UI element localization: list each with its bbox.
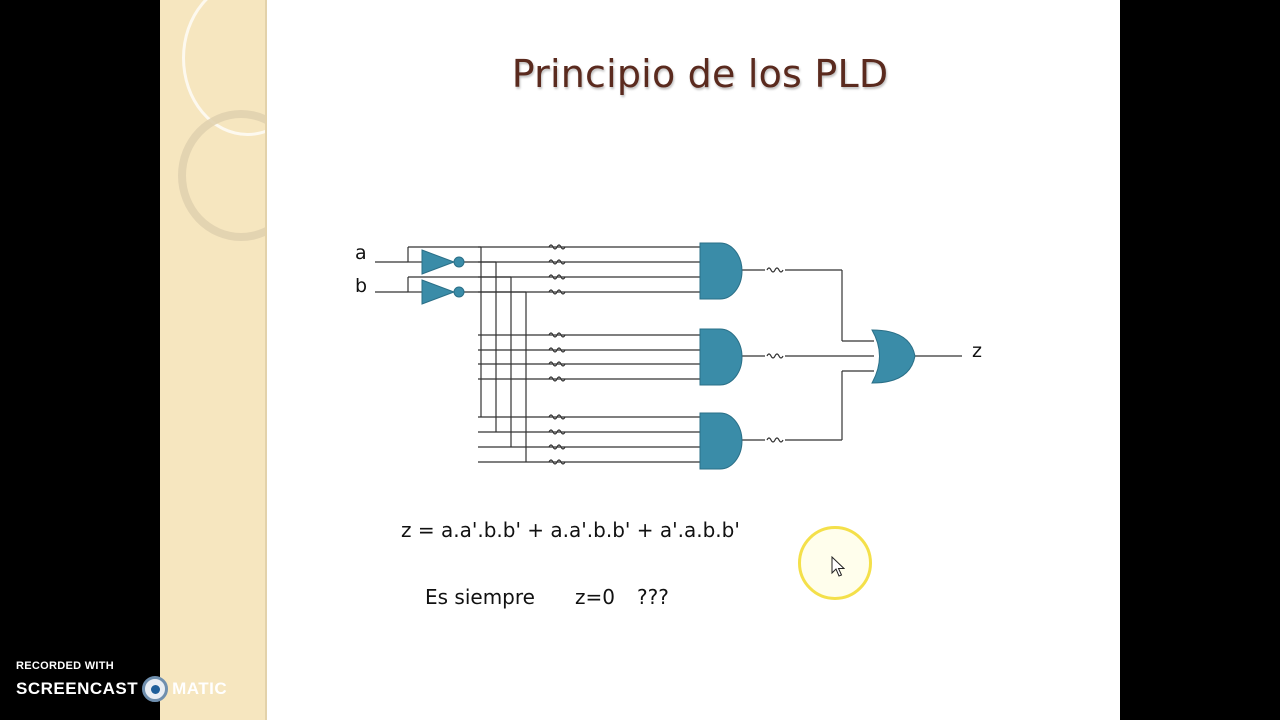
decorative-side-panel xyxy=(160,0,267,720)
note-value: z=0 xyxy=(575,585,615,609)
input-label-a: a xyxy=(355,242,367,264)
fuse xyxy=(548,244,566,250)
fuse xyxy=(548,414,566,420)
inverter-bubble xyxy=(453,256,465,268)
slide: Principio de los PLD a b z z = a.a'.b.b'… xyxy=(160,0,1120,720)
fuse xyxy=(548,274,566,280)
output-label-z: z xyxy=(972,340,982,362)
fuse xyxy=(548,444,566,450)
input-label-b: b xyxy=(355,275,367,297)
fuse xyxy=(548,347,566,353)
fuse xyxy=(548,429,566,435)
inverter-bubble xyxy=(453,286,465,298)
and-gate xyxy=(699,242,743,300)
boolean-equation: z = a.a'.b.b' + a.a'.b.b' + a'.a.b.b' xyxy=(401,518,740,542)
note-question: ??? xyxy=(637,585,669,609)
mouse-pointer-icon xyxy=(831,556,845,577)
fuse xyxy=(548,361,566,367)
decorative-ring xyxy=(178,110,265,241)
screencast-logo-icon xyxy=(142,676,169,702)
fuse xyxy=(766,437,784,443)
watermark-brand-left: SCREENCAST xyxy=(16,679,139,698)
screencast-watermark: RECORDED WITH SCREENCAST MATIC xyxy=(16,660,227,702)
inverter-gate xyxy=(421,249,456,275)
fuse xyxy=(548,289,566,295)
fuse xyxy=(766,353,784,359)
and-gate xyxy=(699,412,743,470)
watermark-brand: SCREENCAST MATIC xyxy=(16,676,227,702)
note-label: Es siempre xyxy=(425,585,535,609)
watermark-caption: RECORDED WITH xyxy=(16,660,115,672)
pld-circuit-diagram: a b z xyxy=(355,242,982,470)
fuse xyxy=(548,332,566,338)
fuse xyxy=(548,459,566,465)
inverter-gate xyxy=(421,279,456,305)
or-gate xyxy=(871,329,916,384)
and-gate xyxy=(699,328,743,386)
watermark-brand-right: MATIC xyxy=(172,679,228,698)
slide-title: Principio de los PLD xyxy=(511,52,889,96)
fuse xyxy=(766,267,784,273)
fuse xyxy=(548,376,566,382)
fuse xyxy=(548,259,566,265)
